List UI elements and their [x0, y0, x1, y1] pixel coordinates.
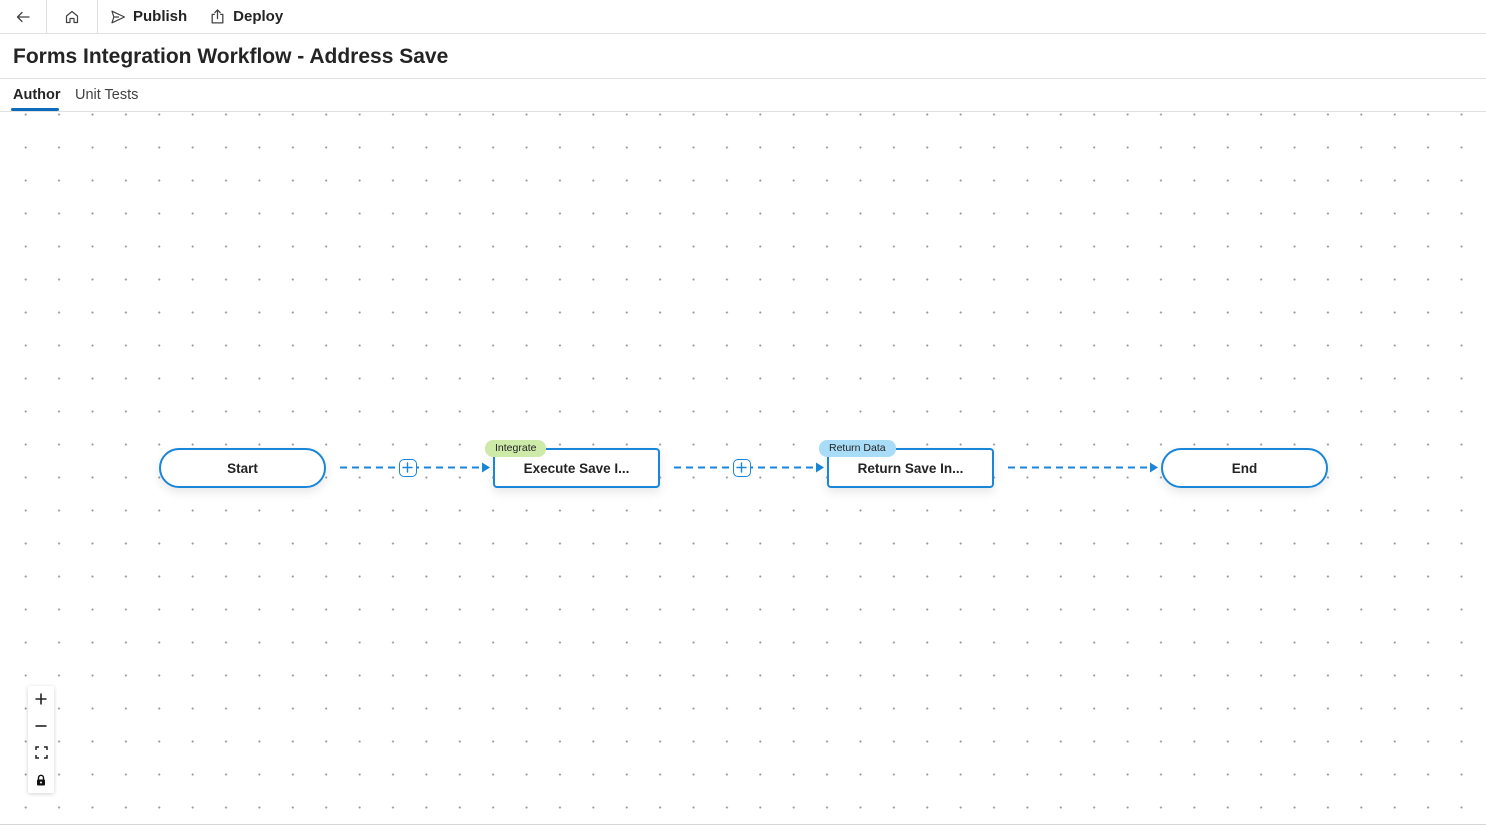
- plus-icon: [402, 462, 413, 473]
- node-label: End: [1231, 460, 1258, 476]
- add-step-button[interactable]: [733, 459, 751, 477]
- node-type-badge: Integrate: [485, 440, 547, 457]
- tab-unit-tests[interactable]: Unit Tests: [75, 87, 139, 103]
- lock-icon: [37, 774, 45, 786]
- share-upload-icon: [211, 9, 224, 24]
- edge-arrowhead: [1150, 462, 1158, 473]
- workflow-canvas[interactable]: Start Execute Save I... Integrate Return…: [0, 112, 1486, 825]
- home-icon: [65, 10, 79, 23]
- add-step-button[interactable]: [399, 459, 417, 477]
- node-label: Execute Save I...: [523, 460, 630, 476]
- plus-icon: [736, 462, 747, 473]
- page-title: Forms Integration Workflow - Address Sav…: [13, 45, 449, 68]
- deploy-label: Deploy: [233, 8, 284, 25]
- publish-button[interactable]: Publish: [98, 0, 197, 33]
- lock-button[interactable]: [28, 766, 54, 793]
- node-type-badge: Return Data: [819, 440, 896, 457]
- fit-view-button[interactable]: [28, 740, 54, 767]
- edge-arrowhead: [816, 462, 824, 473]
- send-icon: [111, 10, 126, 23]
- edge-arrowhead: [482, 462, 490, 473]
- command-bar: Publish Deploy: [0, 0, 1486, 34]
- back-button[interactable]: [0, 0, 47, 33]
- node-end[interactable]: End: [1161, 448, 1328, 488]
- node-label: Return Save In...: [857, 460, 964, 476]
- canvas-controls: [28, 686, 54, 793]
- zoom-in-button[interactable]: [28, 686, 54, 713]
- tab-author[interactable]: Author: [13, 87, 61, 103]
- arrow-left-icon: [16, 11, 30, 22]
- zoom-out-icon: [35, 725, 47, 727]
- node-start[interactable]: Start: [159, 448, 326, 488]
- selected-tab-indicator: [11, 108, 59, 111]
- title-bar: Forms Integration Workflow - Address Sav…: [0, 34, 1486, 79]
- home-button[interactable]: [47, 0, 98, 33]
- node-label: Start: [227, 460, 258, 476]
- fit-view-icon: [34, 746, 48, 760]
- tab-list: Author Unit Tests: [0, 79, 1486, 112]
- publish-label: Publish: [133, 8, 188, 25]
- deploy-button[interactable]: Deploy: [197, 0, 293, 33]
- zoom-in-icon: [35, 693, 47, 705]
- zoom-out-button[interactable]: [28, 713, 54, 740]
